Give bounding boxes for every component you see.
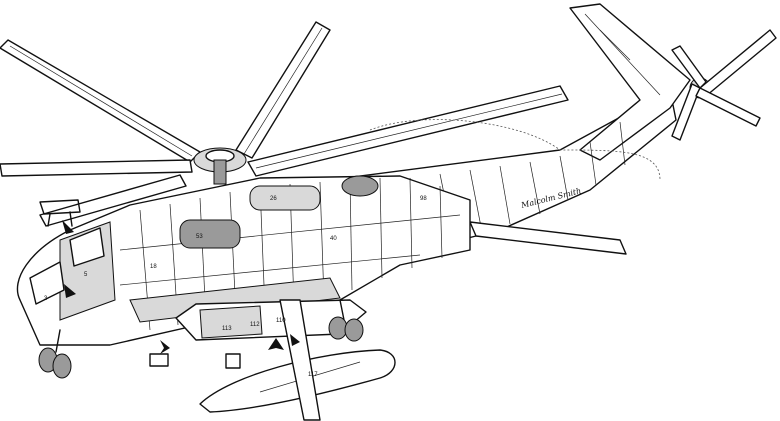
arrow-nose bbox=[62, 220, 74, 234]
callout-3: 3 bbox=[44, 296, 48, 302]
horizontal-stabilizer bbox=[469, 221, 627, 255]
fuselage bbox=[16, 175, 471, 346]
main-wheel-left bbox=[328, 316, 348, 340]
rotor-blade-front bbox=[39, 174, 187, 227]
callout-117: 117 bbox=[308, 372, 318, 378]
callout-113: 113 bbox=[222, 326, 232, 332]
nose-wheel-right bbox=[52, 353, 72, 379]
callout-110: 110 bbox=[276, 318, 286, 324]
rotor-blade-upper bbox=[235, 21, 331, 159]
arrow-cockpit bbox=[64, 284, 76, 298]
landing-gear bbox=[38, 299, 364, 379]
callout-5: 5 bbox=[84, 272, 88, 278]
callout-98: 98 bbox=[420, 196, 427, 202]
callout-arrows bbox=[62, 220, 300, 354]
callout-53: 53 bbox=[196, 234, 203, 240]
main-wheel-right bbox=[344, 318, 364, 342]
callout-labels: 113 112 110 117 53 26 18 5 3 40 98 bbox=[44, 196, 427, 378]
arrow-cargo-right bbox=[268, 338, 284, 350]
callout-40: 40 bbox=[330, 236, 337, 242]
callout-18: 18 bbox=[150, 264, 157, 270]
main-rotor bbox=[0, 21, 569, 227]
tail-fin bbox=[569, 3, 691, 161]
arrow-cargo-left bbox=[160, 340, 170, 354]
engine bbox=[179, 219, 241, 249]
tail-rotor bbox=[671, 29, 777, 141]
rotor-blade-left-lower bbox=[0, 159, 193, 177]
callout-112: 112 bbox=[250, 322, 260, 328]
callout-26: 26 bbox=[270, 196, 277, 202]
detail-parts bbox=[39, 199, 321, 421]
arrow-hook bbox=[290, 334, 300, 346]
